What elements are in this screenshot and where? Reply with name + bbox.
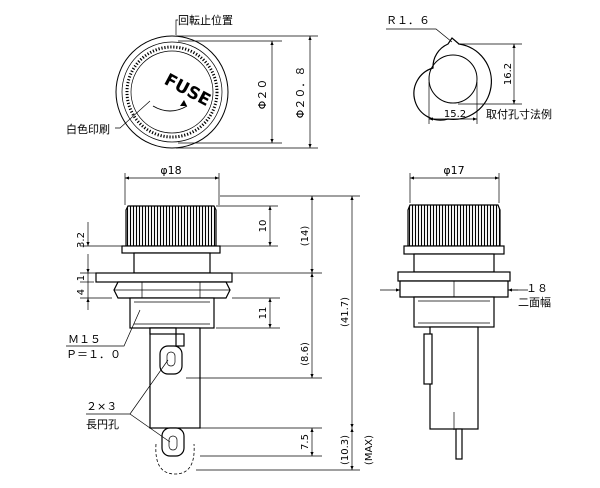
flats-dim: １８ [526, 282, 548, 295]
mounting-hole-view: Ｒ１．６ 16.2 15.2 取付孔寸法例 [386, 14, 552, 124]
top-view: FUSE 回転止位置 白色印刷 Φ２０ Φ２０．８ [66, 13, 318, 149]
rotation-stop-label: 回転止位置 [178, 13, 233, 27]
front-view: φ18 3.2 1 4 [66, 164, 375, 475]
hole-height-label: 16.2 [503, 63, 514, 85]
dim-41-7: (41.7) [340, 297, 351, 327]
slot-caption: 長円孔 [86, 418, 119, 431]
hole-caption: 取付孔寸法例 [486, 107, 552, 121]
pitch-label: Ｐ＝１．０ [66, 348, 121, 361]
dim-3-2: 3.2 [76, 232, 87, 248]
dim-14: (14) [300, 226, 311, 247]
hole-width-label: 15.2 [444, 109, 466, 120]
radius-label: Ｒ１．６ [386, 14, 430, 27]
dim-10-3: (10.3) [340, 435, 351, 465]
dim-11: 11 [258, 307, 269, 320]
dim-1: 1 [76, 275, 87, 281]
slot-label: ２×３ [86, 400, 117, 413]
dim-phi20: Φ２０ [256, 79, 269, 110]
dim-4: 4 [76, 289, 87, 295]
dim-7-5: 7.5 [300, 434, 311, 450]
thread-label: Ｍ１５ [68, 333, 101, 346]
white-print-label: 白色印刷 [66, 122, 110, 136]
front-cap-dia: φ18 [160, 164, 181, 177]
dim-8-6: (8.6) [300, 342, 311, 366]
side-view: φ17 １８ 二面幅 [380, 164, 551, 460]
fuse-print-text: FUSE [161, 70, 214, 111]
dim-phi20-8: Φ２０．８ [294, 66, 307, 119]
flats-caption: 二面幅 [518, 296, 551, 309]
dim-10: 10 [258, 220, 269, 233]
side-cap-dia: φ17 [443, 164, 464, 177]
dim-max: (MAX) [364, 435, 375, 465]
